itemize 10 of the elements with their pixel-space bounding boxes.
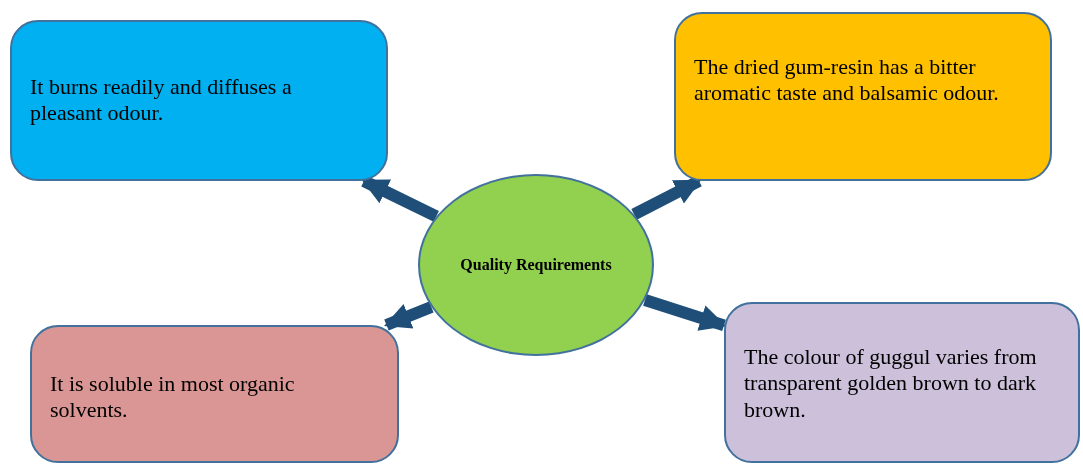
description-text: It burns readily and diffuses a pleasant odour. (30, 74, 293, 127)
description-text: It is soluble in most organic solvents. (50, 371, 296, 424)
topic-title: Quality Requirements (460, 256, 612, 274)
description-text: The dried gum-resin has a bitter aromatic taste and balsamic odour. (694, 54, 1000, 107)
description-text: The colour of guggul varies from transparent golden brown to dark brown. (744, 344, 1038, 424)
arrow (643, 294, 727, 332)
info-box (724, 302, 1080, 463)
info-box (674, 12, 1052, 181)
info-box (10, 20, 388, 181)
info-box (30, 325, 399, 463)
